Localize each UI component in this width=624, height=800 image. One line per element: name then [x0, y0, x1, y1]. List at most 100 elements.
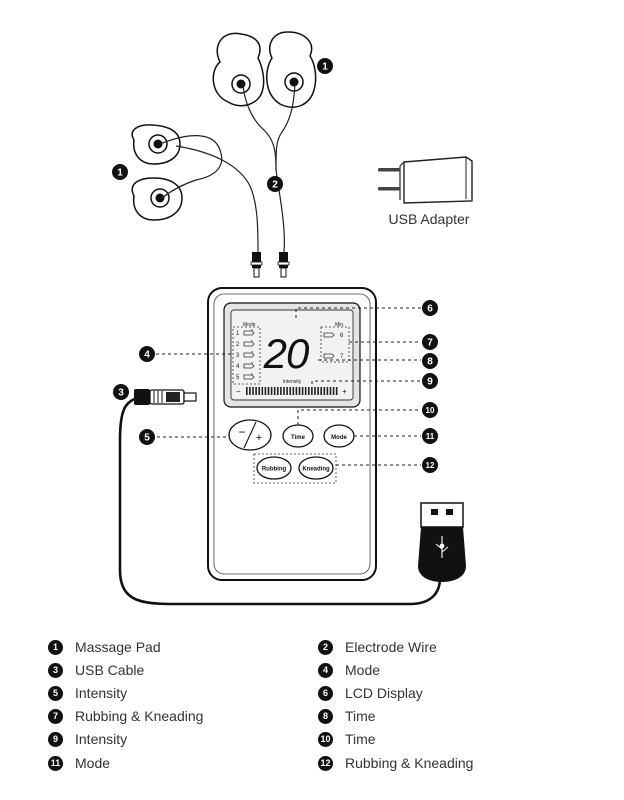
intensity-tick: [298, 387, 301, 395]
legend-label: Intensity: [75, 731, 128, 747]
intensity-minus-label: −: [238, 425, 245, 439]
legend-item: 4 Mode: [318, 659, 380, 681]
svg-text:7: 7: [427, 338, 433, 349]
rubbing-kneading-group: [253, 453, 337, 484]
intensity-tick: [270, 387, 273, 395]
legend-label: Mode: [345, 662, 381, 678]
legend-label: Intensity: [75, 685, 128, 701]
intensity-tick: [320, 387, 322, 395]
svg-text:12: 12: [426, 461, 435, 470]
mode-button-label: Mode: [331, 435, 347, 441]
svg-text:1: 1: [117, 168, 123, 179]
svg-text:4: 4: [144, 350, 150, 361]
intensity-tick: [283, 387, 285, 395]
intensity-tick: [273, 387, 276, 395]
legend-item: 8 Time: [318, 705, 376, 727]
legend-label: Electrode Wire: [345, 639, 437, 655]
intensity-tick: [289, 387, 291, 395]
legend-number: 3: [48, 662, 63, 678]
intensity-tick: [295, 387, 298, 395]
lcd-time-value: 20: [263, 330, 310, 377]
usb-adapter-label: USB Adapter: [389, 211, 470, 227]
lcd-mode-number: 1: [236, 331, 240, 337]
legend-item: 9 Intensity: [48, 728, 127, 750]
callout-12: 12: [422, 457, 438, 473]
svg-text:10: 10: [426, 406, 435, 415]
callout-7: 7: [422, 334, 438, 350]
intensity-tick: [277, 387, 279, 395]
legend-item: 11 Mode: [48, 752, 110, 774]
intensity-tick: [280, 387, 282, 395]
intensity-tick: [252, 387, 254, 395]
svg-text:5: 5: [144, 433, 150, 444]
callout-2: 2: [267, 176, 283, 192]
lcd-min-label: Min.: [335, 322, 344, 328]
intensity-tick: [261, 387, 264, 395]
legend-number: 10: [318, 731, 333, 747]
intensity-tick: [326, 387, 329, 395]
callout-4: 4: [139, 346, 155, 362]
legend-item: 2 Electrode Wire: [318, 636, 437, 658]
lcd-display: [223, 302, 361, 408]
svg-text:1: 1: [322, 62, 328, 73]
intensity-tick: [314, 387, 316, 395]
lcd-right-number: 6: [340, 333, 344, 339]
intensity-tick: [323, 387, 326, 395]
legend-label: Massage Pad: [75, 639, 161, 655]
intensity-plus-label: +: [256, 432, 262, 444]
kneading-button[interactable]: [298, 456, 334, 480]
lcd-plus: +: [342, 387, 347, 396]
kneading-button-label: Kneading: [302, 467, 330, 473]
legend-number: 12: [318, 755, 333, 771]
rubbing-button[interactable]: [256, 456, 292, 480]
lcd-intensity-label: Intensity: [283, 379, 302, 385]
lcd-right-hand-icons: [323, 332, 335, 359]
legend-number: 2: [318, 639, 333, 655]
rubbing-kneading-callout-box: [320, 326, 350, 363]
massage-pad-left-bottom: [131, 177, 183, 221]
lcd-mode-number: 5: [236, 375, 240, 381]
svg-text:9: 9: [427, 377, 433, 388]
lcd-right-number: 7: [340, 354, 344, 360]
usb-plug: [418, 502, 466, 582]
legend-label: Rubbing & Kneading: [345, 755, 474, 771]
legend-number: 6: [318, 685, 333, 701]
massage-pad-left-top: [131, 124, 181, 165]
intensity-tick: [332, 387, 335, 395]
svg-text:3: 3: [118, 388, 124, 399]
legend-number: 11: [48, 755, 63, 771]
intensity-button[interactable]: [228, 419, 272, 451]
lcd-mode-label: Mode: [243, 322, 256, 328]
intensity-tick: [286, 387, 288, 395]
callout-1-top: 1: [317, 58, 333, 74]
intensity-tick: [264, 387, 267, 395]
rubbing-button-label: Rubbing: [262, 467, 287, 473]
callout-8: 8: [422, 353, 438, 369]
callout-leaders: [156, 307, 421, 466]
intensity-tick: [304, 387, 307, 395]
intensity-tick: [329, 387, 332, 395]
legend-item: 1 Massage Pad: [48, 636, 161, 658]
intensity-tick: [267, 387, 270, 395]
svg-text:2: 2: [272, 180, 278, 191]
massage-pad-top-right: [266, 31, 317, 108]
legend: 1 Massage Pad 2 Electrode Wire 3 USB Cab…: [0, 628, 624, 788]
legend-number: 1: [48, 639, 63, 655]
legend-item: 12 Rubbing & Kneading: [318, 752, 473, 774]
massage-pad-top-left: [212, 32, 265, 107]
legend-item: 3 USB Cable: [48, 659, 144, 681]
intensity-tick: [246, 387, 248, 395]
electrode-plug-right: [277, 252, 290, 278]
callout-11: 11: [422, 428, 438, 444]
legend-number: 8: [318, 708, 333, 724]
mode-callout-box: [232, 326, 261, 385]
lcd-intensity-bar: [246, 387, 338, 395]
legend-label: Time: [345, 731, 376, 747]
callout-5: 5: [139, 429, 155, 445]
svg-text:6: 6: [427, 304, 433, 315]
usb-adapter: [378, 156, 473, 204]
legend-label: Time: [345, 708, 376, 724]
lcd-mode-number: 2: [236, 342, 240, 348]
usb-cable: [118, 389, 442, 606]
svg-text:11: 11: [426, 432, 435, 441]
